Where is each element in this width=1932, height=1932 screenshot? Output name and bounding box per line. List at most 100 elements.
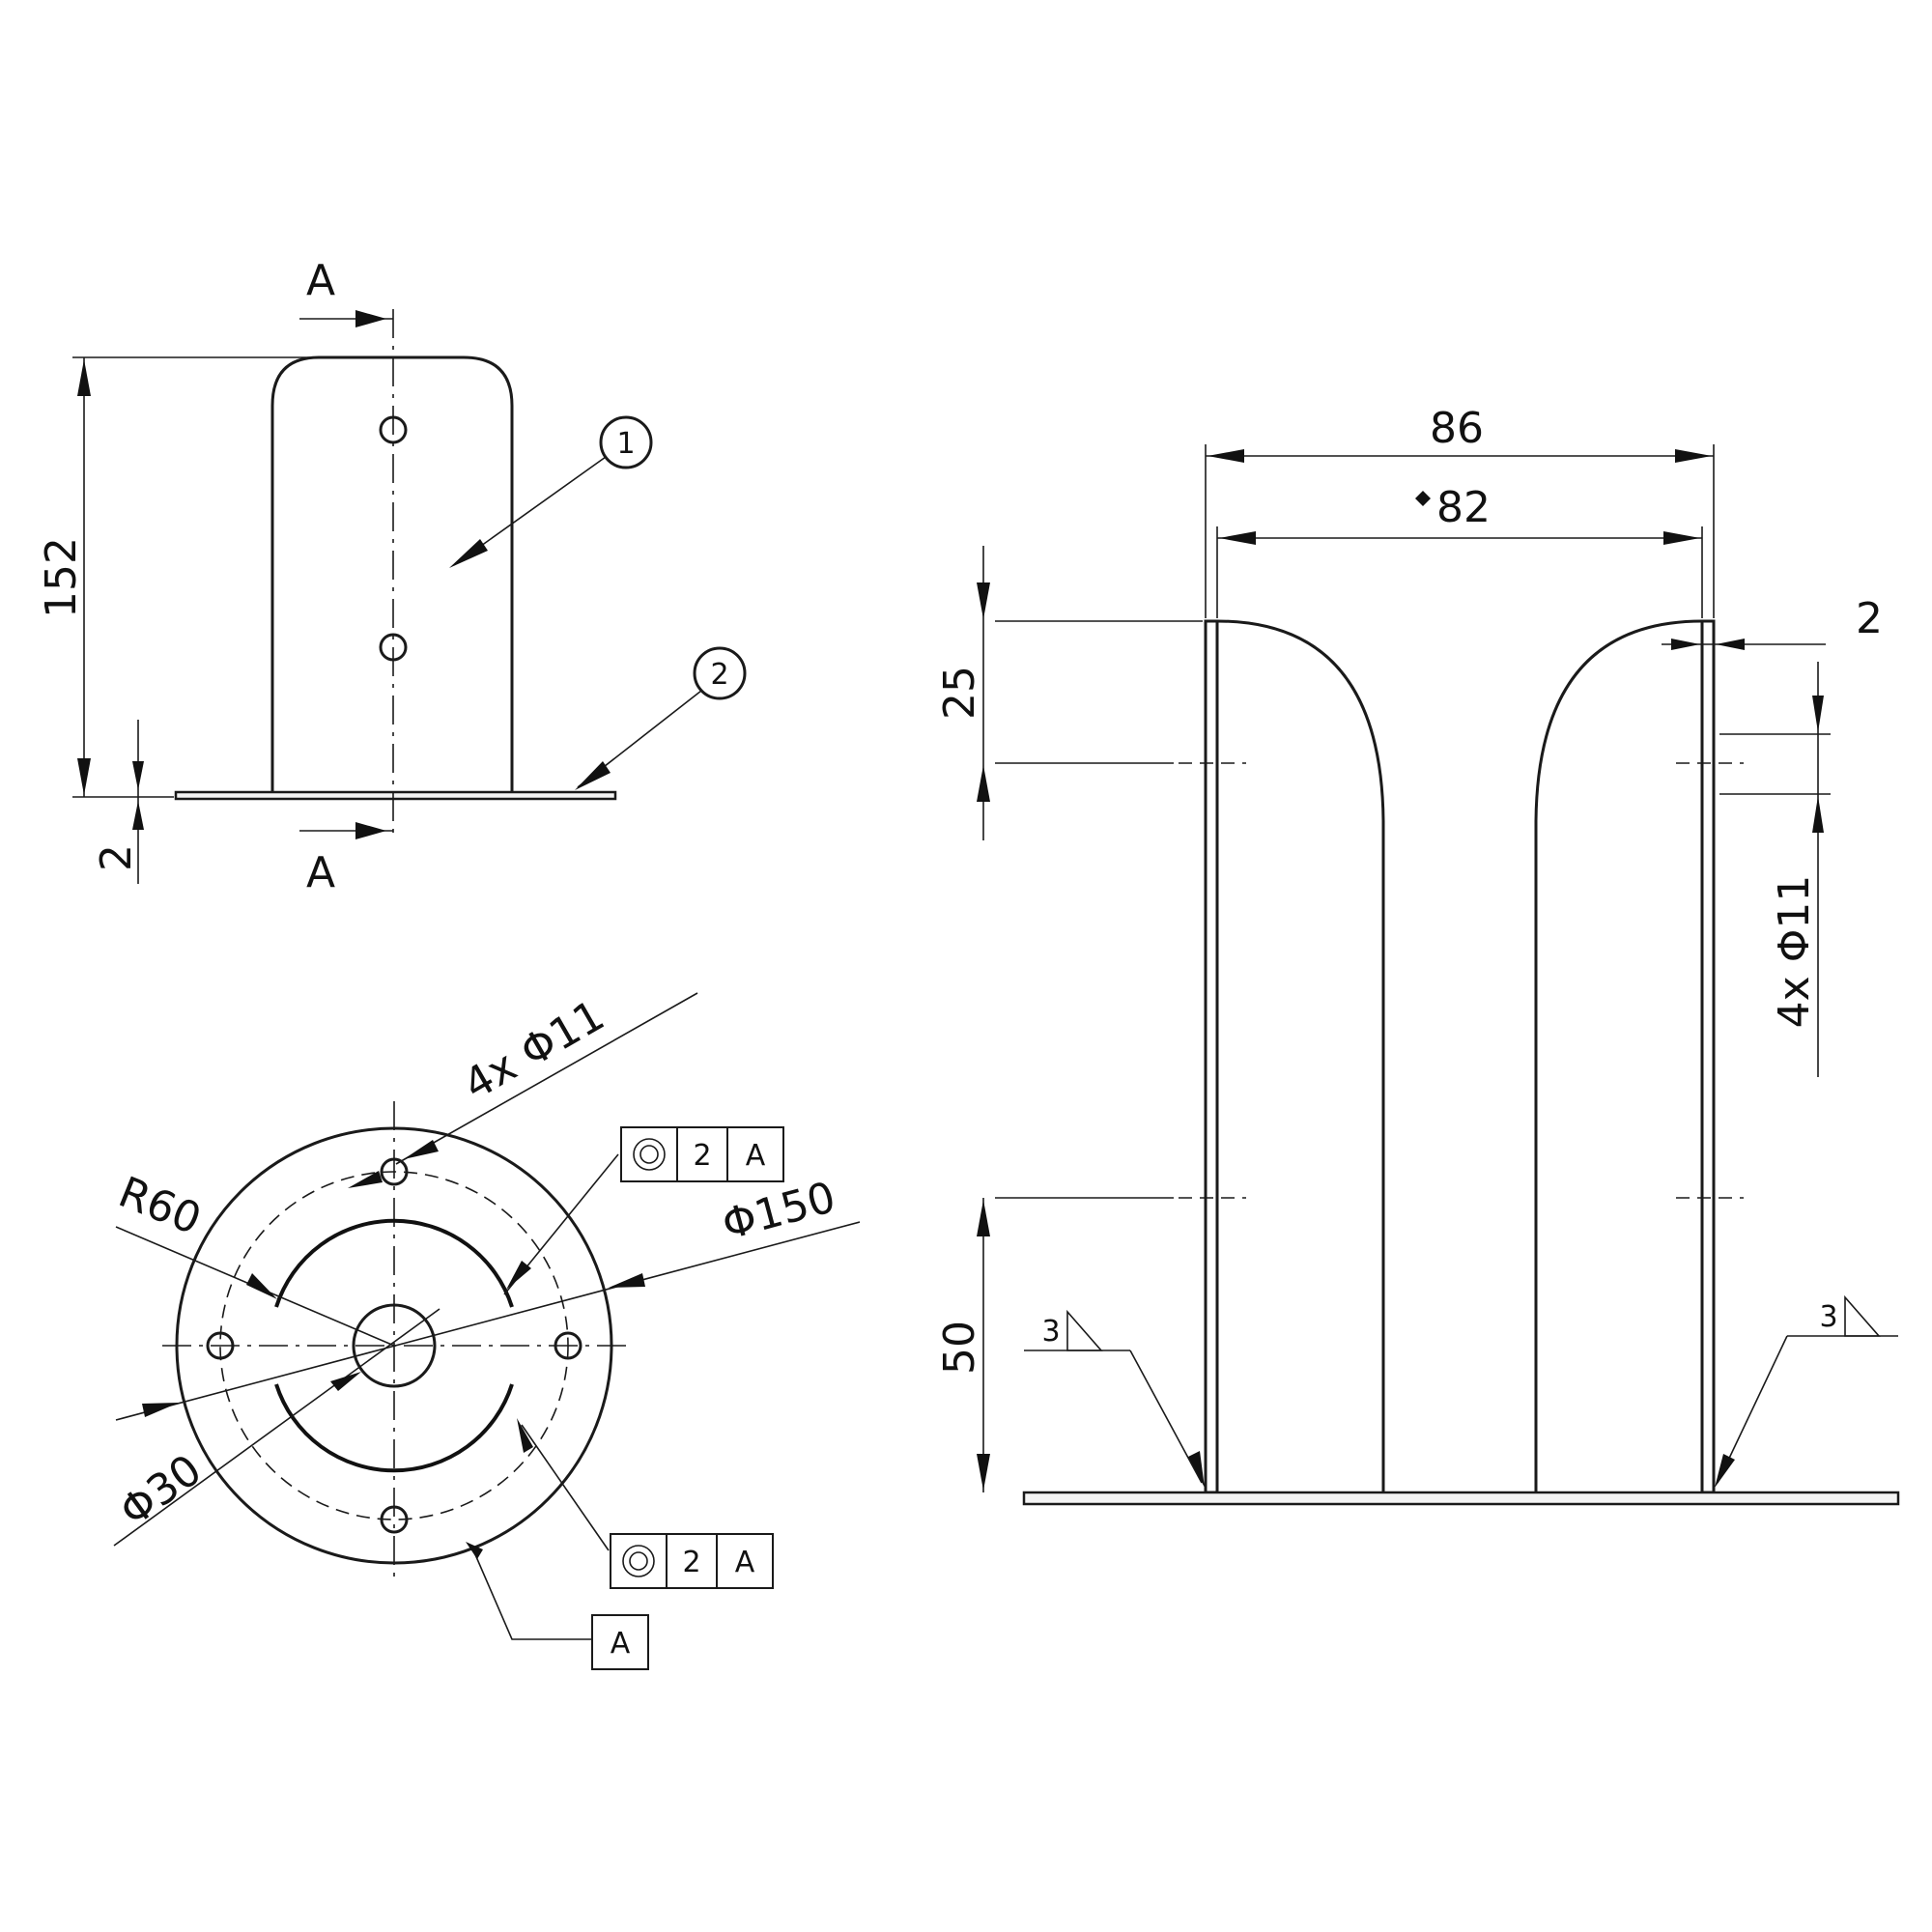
datum-box [591,1614,649,1670]
fcf-lower-tolerance: 2 [682,1546,700,1579]
fcf-lower-datum-cell [716,1533,774,1589]
datum-feature-a: A [466,1542,649,1670]
fillet-weld-icon [1844,1294,1881,1337]
weld-symbol-right: 3 [1715,1294,1898,1488]
top-holes-leader [395,992,698,1165]
outer-diameter-text: Φ150 [717,1173,840,1250]
dim-2-arrow-bottom [132,801,144,830]
section-holes-text: 4x Φ11 [1770,875,1819,1029]
section-right-wall [1700,619,1716,1494]
section-left-wall [1204,619,1219,1494]
dim-152-arrow-top [77,359,91,396]
dim-25-arrow-top [977,582,990,619]
dim-25-text: 25 [935,666,984,720]
balloon-2-label: 2 [710,658,728,692]
fcf-lower-tolerance-cell [666,1533,718,1589]
datum-triangle [466,1542,483,1559]
top-view-hole-left [206,1331,235,1360]
dim-82-arrow-left [1219,531,1256,545]
outer-diameter-leader [115,1221,861,1421]
section-view: 86 82 2 25 50 4x Φ11 [935,404,1900,1506]
top-view-tube-arc-upper [274,1218,514,1308]
side-view-base-plate [174,790,617,801]
radius-text: R60 [112,1168,208,1245]
fillet-weld-icon [1066,1309,1103,1351]
top-view-hole-top [380,1157,409,1186]
outer-diameter-arrow-left [142,1403,179,1417]
section-label-top: A [306,256,335,305]
fcf-lower: 2 A [517,1418,774,1589]
dim-thickness-arrow-right [1716,639,1745,650]
balloon-1-arrow [449,539,488,568]
dim-86-arrow-left [1208,449,1244,463]
concentricity-icon-inner [639,1145,659,1164]
section-inner-left-profile [1216,619,1385,1492]
dim-152-arrow-bottom [77,758,91,795]
dim-50-arrow-top [977,1200,990,1236]
datum-label: A [611,1627,631,1661]
dim-2-arrow-top [132,761,144,790]
concentricity-icon [622,1545,655,1577]
top-view-outer-circle [175,1126,613,1565]
balloon-2-arrow [575,761,611,790]
fcf-lower-datum: A [735,1546,755,1579]
dim-152-text: 152 [37,537,86,618]
section-arrow-top-head [355,310,386,327]
top-holes-arrow-1 [404,1140,439,1159]
balloon-1 [599,415,653,469]
section-holes-arrow-top [1812,696,1824,732]
section-holes-arrow-bottom [1812,796,1824,833]
side-view: A A 152 2 1 2 [37,256,747,897]
section-inner-right-profile [1534,619,1703,1492]
weld-symbol-left: 3 [1024,1309,1205,1488]
weld-left-size: 3 [1041,1315,1060,1349]
dim-82-arrow-right [1663,531,1700,545]
dim-thickness-text: 2 [1856,594,1883,643]
dim-thickness-arrow-left [1671,639,1700,650]
dim-86-text: 86 [1430,404,1484,453]
bore-arrow [330,1372,361,1391]
concentricity-icon [633,1138,666,1171]
basic-dimension-marker-icon [1415,491,1431,506]
fcf-upper: 2 A [503,1126,784,1295]
weld-left-arrow [1188,1451,1205,1488]
dim-2-text: 2 [92,844,141,871]
top-view-hole-right [554,1331,582,1360]
side-view-body [270,355,514,792]
bore-leader [113,1308,440,1547]
fcf-upper-datum-cell [726,1126,784,1182]
top-view-bore [352,1303,437,1388]
fcf-upper-arrow [506,1261,531,1290]
radius-arrow [246,1273,277,1299]
fcf-upper-tolerance: 2 [693,1139,711,1173]
weld-left-leader [1129,1350,1203,1484]
weld-right-arrow [1715,1454,1735,1488]
dim-86-arrow-right [1675,449,1712,463]
section-label-bottom: A [306,848,335,897]
weld-right-size: 3 [1819,1300,1837,1334]
fcf-upper-symbol-cell [620,1126,678,1182]
top-holes-text: 4x Φ11 [455,991,612,1110]
fcf-lower-symbol-cell [610,1533,668,1589]
datum-leader [470,1545,592,1640]
side-view-hole-lower [379,633,408,662]
dim-50-arrow-bottom [977,1454,990,1491]
top-view: 4x Φ11 Φ150 Φ30 R60 2 A [111,991,861,1670]
section-arrow-bottom-head [355,822,386,839]
dim-82-text: 82 [1436,483,1491,532]
outer-diameter-arrow-right [609,1273,645,1288]
concentricity-icon-inner [629,1551,648,1571]
section-base-plate [1022,1491,1900,1506]
balloon-1-label: 1 [616,427,635,461]
fcf-upper-datum: A [746,1139,766,1173]
bore-text: Φ30 [111,1445,211,1537]
dim-50-text: 50 [935,1321,984,1375]
side-view-hole-upper [379,415,408,444]
dim-25-arrow-bottom [977,765,990,802]
top-view-bolt-circle [219,1171,569,1520]
fcf-lower-leader [521,1424,610,1551]
balloon-2 [693,646,747,700]
fcf-lower-arrow [517,1418,533,1453]
